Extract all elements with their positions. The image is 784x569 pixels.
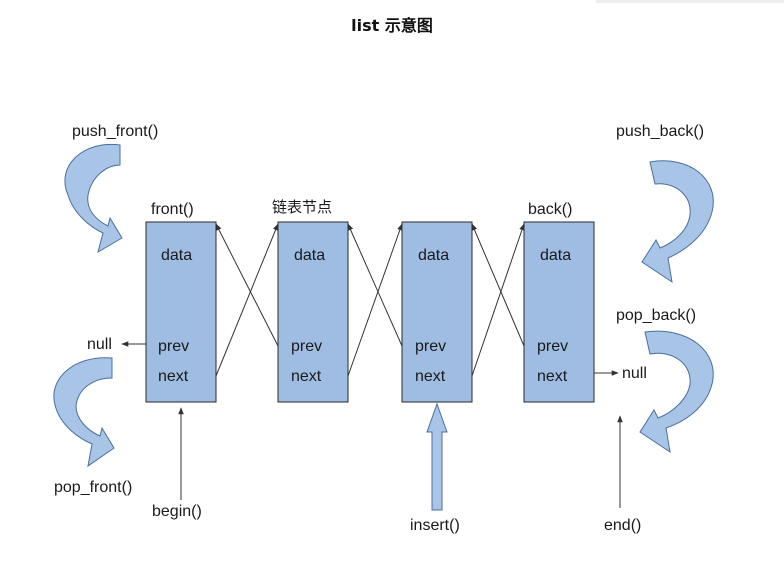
node-prev-label: prev [158, 338, 189, 355]
end-label: end() [604, 517, 641, 534]
list-node-4: data prev next [523, 221, 595, 403]
prev-link-3-2 [347, 223, 403, 347]
node-next-label: next [537, 368, 568, 385]
list-node-3: data prev next [401, 221, 473, 403]
push-back-arrow-icon [641, 160, 714, 284]
insert-arrow-icon [426, 402, 448, 511]
node-data-label: data [161, 247, 192, 264]
node-next-label: next [415, 368, 446, 385]
prev-link-4-3 [471, 223, 525, 347]
node-prev-label: prev [537, 338, 568, 355]
begin-label: begin() [152, 503, 202, 520]
list-node-1: data prev next [145, 221, 217, 403]
push-front-label: push_front() [72, 123, 158, 140]
node-next-label: next [158, 368, 189, 385]
null-right-label: null [622, 365, 647, 382]
node-prev-label: prev [291, 338, 322, 355]
pop-back-label: pop_back() [616, 307, 696, 324]
node-data-label: data [418, 247, 449, 264]
back-label: back() [528, 201, 572, 218]
push-front-arrow-icon [64, 143, 123, 254]
front-label: front() [151, 201, 194, 218]
diagram-title: list 示意图 [351, 16, 433, 35]
prev-link-2-1 [215, 223, 279, 347]
node-data-label: data [294, 247, 325, 264]
next-link-3-4 [471, 223, 525, 377]
next-link-2-3 [347, 223, 403, 377]
node-next-label: next [291, 368, 322, 385]
pop-front-label: pop_front() [54, 479, 132, 496]
node-data-label: data [540, 247, 571, 264]
list-node-2: data prev next [277, 221, 349, 403]
pop-back-arrow-icon [639, 330, 714, 454]
insert-label: insert() [410, 517, 460, 534]
next-link-1-2 [215, 223, 279, 377]
node-links [215, 223, 525, 377]
node-caption: 链表节点 [272, 198, 332, 216]
node-prev-label: prev [415, 338, 446, 355]
push-back-label: push_back() [616, 123, 704, 140]
top-edge-bar [596, 0, 784, 3]
pop-front-arrow-icon [53, 357, 115, 468]
null-left-label: null [87, 336, 112, 353]
